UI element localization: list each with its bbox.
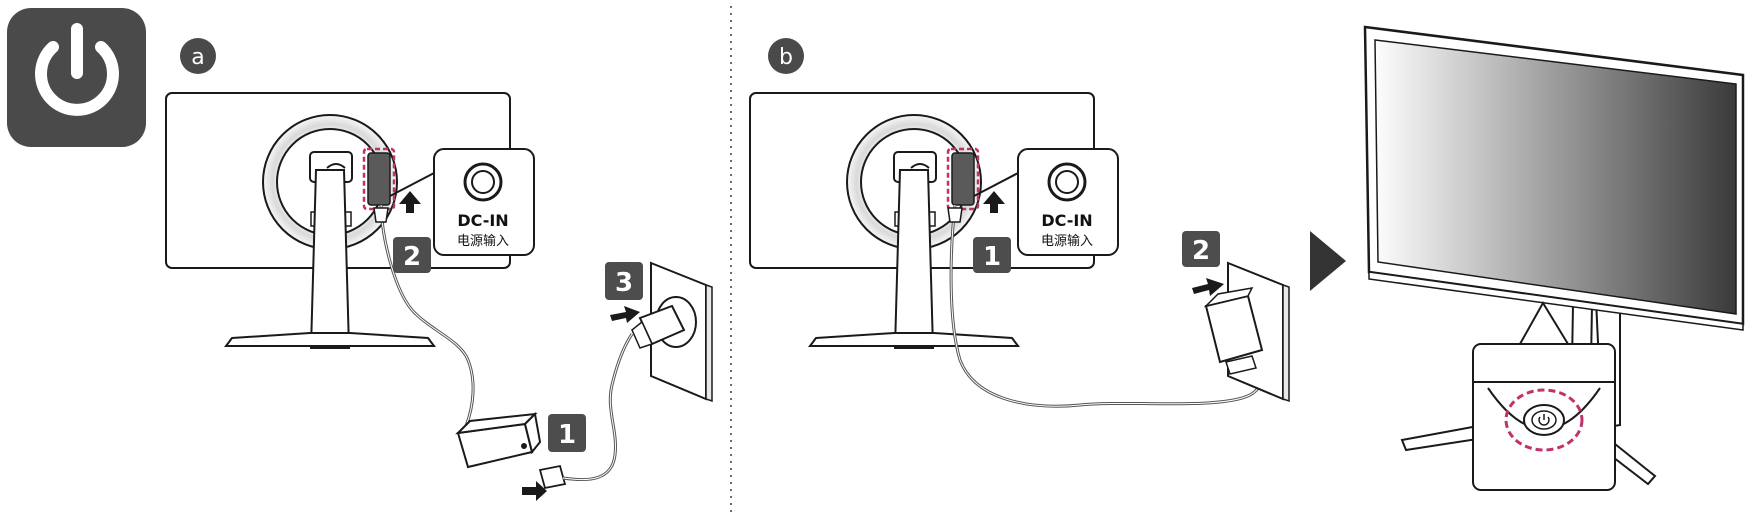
section-b: b DC-IN 电源输入 <box>749 38 1290 408</box>
play-triangle-icon <box>1310 231 1346 291</box>
dc-cable-a <box>373 204 475 427</box>
section-a: a DC-IN 电源输入 <box>165 38 713 501</box>
section-a-badge: a <box>180 38 216 74</box>
svg-text:1: 1 <box>983 242 1001 272</box>
svg-text:a: a <box>191 45 204 70</box>
monitor-back-b <box>749 92 1095 349</box>
power-adapter-a <box>455 411 567 501</box>
step-badge-b2: 2 <box>1182 231 1220 267</box>
wall-adapter-b <box>1192 261 1290 403</box>
power-icon <box>35 23 119 116</box>
step-badge-a2: 2 <box>393 237 431 273</box>
dc-in-callout-b: DC-IN 电源输入 <box>973 148 1119 256</box>
insert-arrow-a <box>399 191 421 213</box>
insert-arrow-b <box>983 191 1005 213</box>
section-b-badge: b <box>768 38 804 74</box>
step-badge-b1: 1 <box>973 237 1011 273</box>
svg-text:3: 3 <box>615 268 633 298</box>
svg-text:b: b <box>779 45 793 70</box>
svg-text:2: 2 <box>403 242 421 272</box>
step-badge-a1: 1 <box>548 414 586 452</box>
svg-text:2: 2 <box>1192 236 1210 266</box>
monitor-back-a <box>165 92 511 349</box>
step-badge-a3: 3 <box>605 262 643 300</box>
svg-text:1: 1 <box>558 420 576 450</box>
dc-in-callout-a: DC-IN 电源输入 <box>389 148 535 256</box>
mains-cable-a <box>562 333 634 482</box>
power-button-icon <box>1538 414 1550 426</box>
power-button-zoom <box>1472 343 1616 491</box>
dc-in-label: DC-IN <box>457 211 508 230</box>
dc-in-sub-label: 电源输入 <box>457 233 509 249</box>
dc-in-label: DC-IN <box>1041 211 1092 230</box>
dc-cable-b <box>947 204 1263 408</box>
wall-outlet-a <box>610 261 713 403</box>
power-tile <box>7 8 146 147</box>
dc-in-sub-label: 电源输入 <box>1041 233 1093 249</box>
front-monitor <box>1363 25 1745 486</box>
